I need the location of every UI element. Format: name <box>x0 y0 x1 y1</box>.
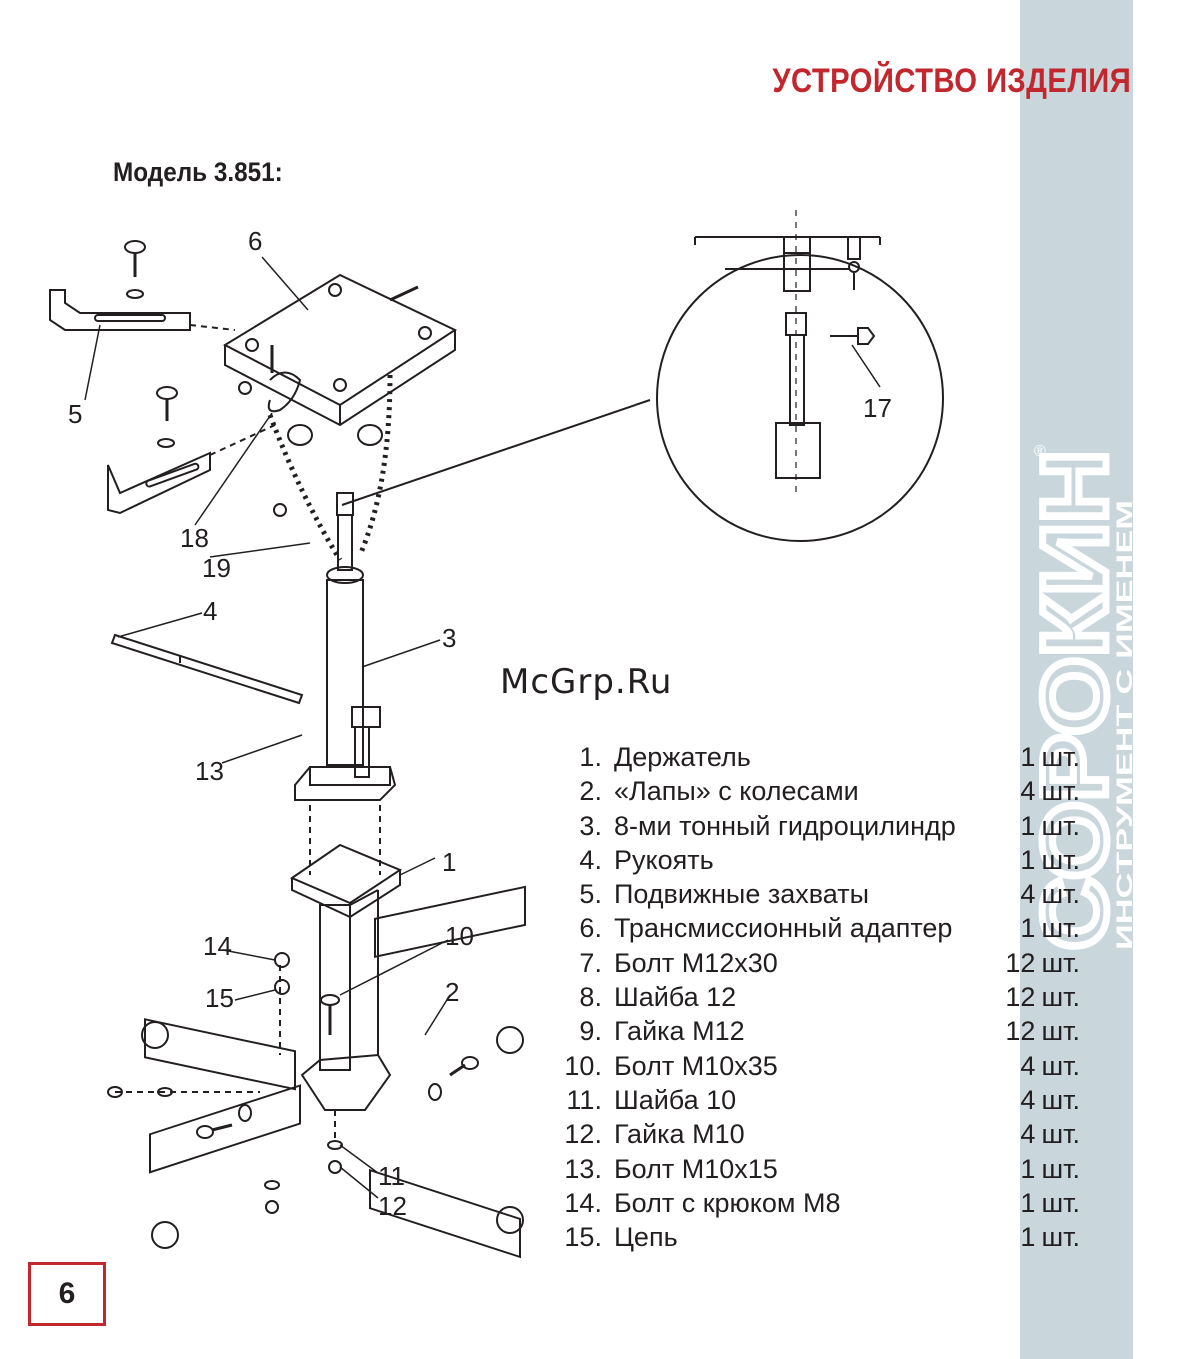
bracket-lower <box>107 386 276 515</box>
column-base <box>107 885 526 1259</box>
page-number: 6 <box>58 1277 76 1310</box>
list-item: 1. Держатель 1 шт. <box>579 742 1080 772</box>
side-band <box>1020 0 1133 1359</box>
brand-registered-mark: ® <box>1034 443 1046 460</box>
list-item: 6. Трансмиссионный адаптер 1 шт. <box>579 913 1080 944</box>
callout-18: 18 <box>180 523 209 553</box>
callout-11: 11 <box>378 1161 405 1191</box>
watermark: McGrp.Ru <box>500 662 673 702</box>
brand-logo: СОРОКИН ИНСТРУМЕНТ С ИМЕНЕМ ® <box>1016 440 1137 960</box>
callout-6: 6 <box>248 226 262 256</box>
list-item: 9. Гайка М12 12 шт. <box>579 1016 1080 1047</box>
parts-list: 1. Держатель 1 шт. 2. «Лапы» с колесами … <box>560 740 1080 1254</box>
adapter-plate <box>222 273 458 427</box>
brand-tagline: ИНСТРУМЕНТ С ИМЕНЕМ <box>1112 500 1136 950</box>
list-item: 11. Шайба 10 4 шт. <box>566 1084 1080 1115</box>
hydraulic-cylinder <box>294 492 397 801</box>
list-item: 15. Цепь 1 шт. <box>564 1222 1080 1253</box>
callout-4: 4 <box>203 596 217 626</box>
assembly-diagram: 6 5 18 19 4 3 13 1 14 10 15 2 11 12 17 <box>40 195 960 1270</box>
page-number-box: 6 <box>28 1262 106 1326</box>
detail-circle <box>656 254 944 542</box>
list-item: 7. Болт М12х30 12 шт. <box>579 947 1080 978</box>
brand-name: СОРОКИН <box>1024 450 1126 950</box>
callout-labels: 6 5 18 19 4 3 13 1 14 10 15 2 11 12 17 <box>68 226 892 1221</box>
detail-view <box>694 210 881 495</box>
callout-5: 5 <box>68 399 82 429</box>
holder-plate <box>289 805 403 919</box>
bracket-upper <box>49 240 236 331</box>
handle <box>110 633 304 705</box>
list-item: 14. Болт с крюком М8 1 шт. <box>564 1187 1080 1218</box>
callout-14: 14 <box>203 931 232 961</box>
list-item: 10. Болт М10х35 4 шт. <box>564 1050 1080 1081</box>
list-item: 4. Рукоять 1 шт. <box>579 844 1080 875</box>
callout-12: 12 <box>378 1191 407 1221</box>
list-item: 12. Гайка М10 4 шт. <box>564 1119 1080 1150</box>
list-item: 3. 8-ми тонный гидроцилиндр 1 шт. <box>579 810 1080 841</box>
callout-3: 3 <box>442 623 456 653</box>
callout-10: 10 <box>445 921 474 951</box>
list-item: 5. Подвижные захваты 4 шт. <box>579 879 1080 910</box>
callout-2: 2 <box>445 977 459 1007</box>
page-title: УСТРОЙСТВО ИЗДЕЛИЯ <box>772 62 1131 100</box>
callout-13: 13 <box>195 756 224 786</box>
list-item: 8. Шайба 12 12 шт. <box>579 982 1080 1013</box>
model-label: Модель 3.851: <box>113 157 283 187</box>
hook-chain <box>238 345 393 562</box>
callout-19: 19 <box>202 553 231 583</box>
callout-1: 1 <box>442 847 456 877</box>
callout-15: 15 <box>205 983 234 1013</box>
list-item: 13. Болт М10х15 1 шт. <box>564 1153 1080 1184</box>
callout-17: 17 <box>863 393 892 423</box>
list-item: 2. «Лапы» с колесами 4 шт. <box>579 776 1080 807</box>
leader-lines <box>84 256 451 1199</box>
